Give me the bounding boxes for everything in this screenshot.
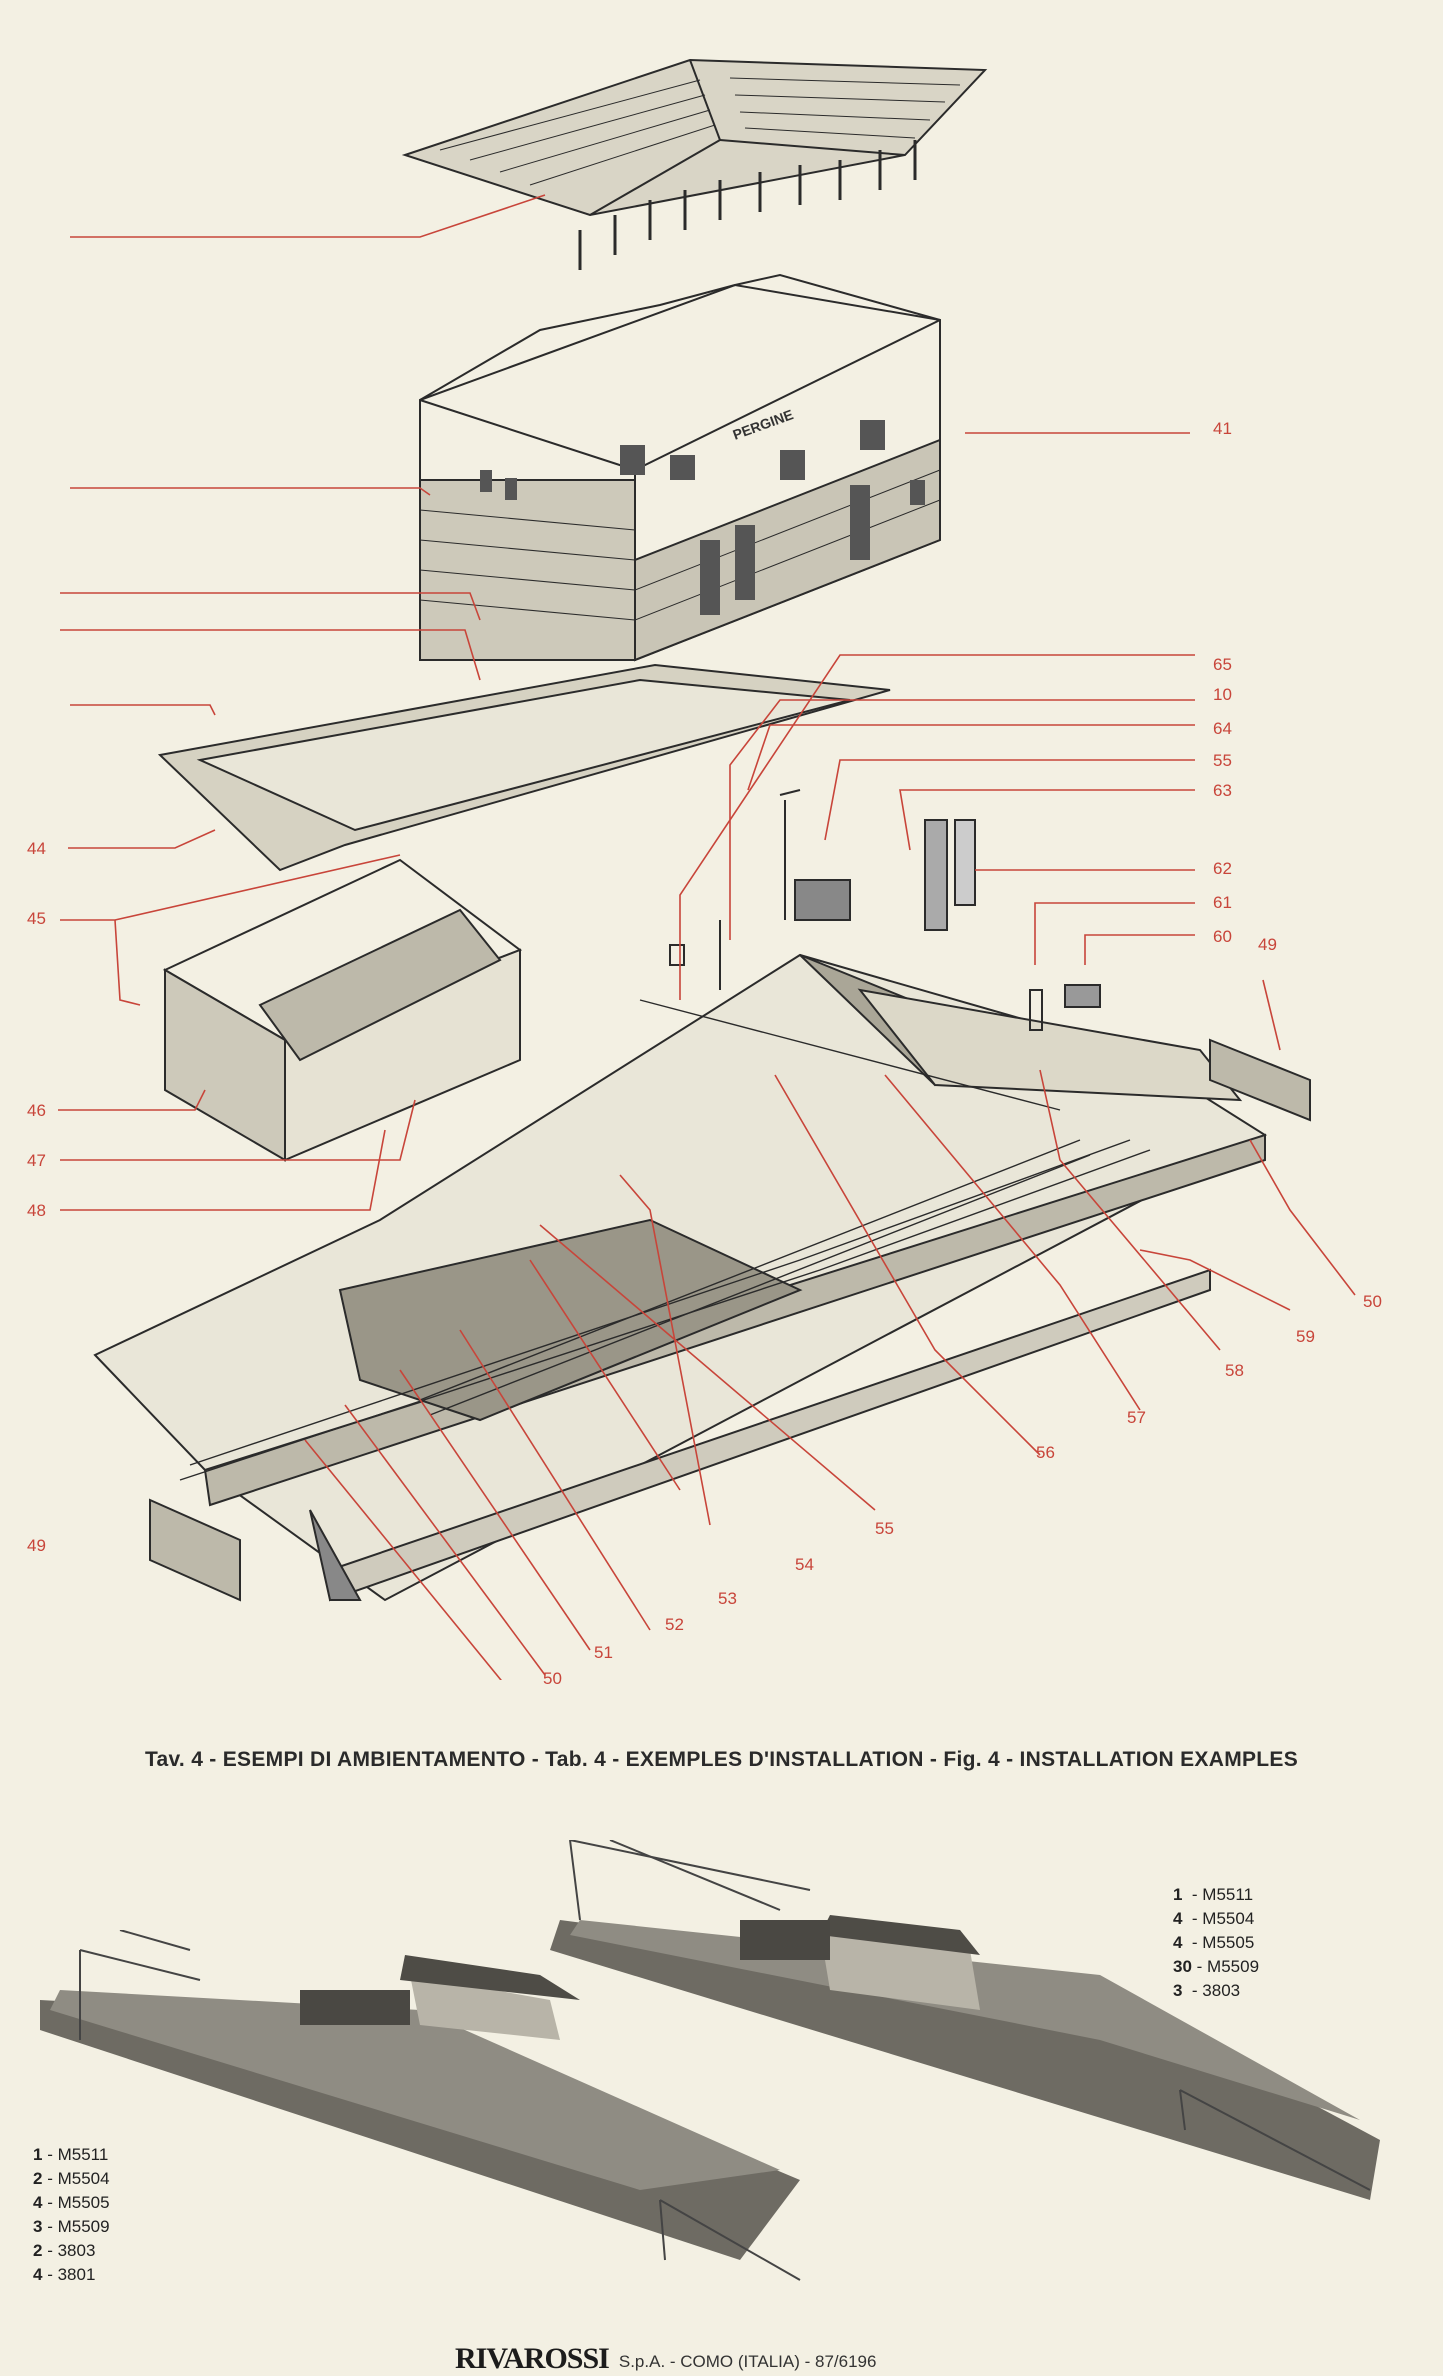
rivarossi-logo: RIVAROSSI [455, 2342, 610, 2375]
callout-61: 61 [1213, 893, 1232, 912]
figure-caption: Tav. 4 - ESEMPI DI AMBIENTAMENTO - Tab. … [144, 1748, 1299, 1771]
callout-55-bottom: 55 [875, 1519, 894, 1538]
callout-64: 64 [1213, 719, 1232, 738]
callout-46: 46 [27, 1101, 46, 1120]
parts-list-item: 4 - M5504 [1173, 1909, 1255, 1928]
callout-49-left: 49 [27, 1536, 46, 1555]
parts-list-item: 4 - 3801 [33, 2265, 96, 2284]
callout-58: 58 [1225, 1361, 1244, 1380]
parts-list-left: 1 - M5511 2 - M5504 4 - M5505 3 - M5509 … [33, 2143, 110, 2287]
accessories-drawing [669, 789, 1101, 1031]
callout-47: 47 [27, 1151, 46, 1170]
installation-example-photo-right [550, 1840, 1380, 2200]
installation-example-photo-left [40, 1930, 801, 2281]
callout-65: 65 [1213, 655, 1232, 674]
callout-48: 48 [27, 1201, 46, 1220]
parts-list-item: 1 - M5511 [33, 2145, 109, 2164]
parts-list-item: 4 - M5505 [1173, 1933, 1255, 1952]
parts-list-right: 1 - M5511 4 - M5504 4 - M5505 30 - M5509… [1173, 1883, 1259, 2003]
callout-63: 63 [1213, 781, 1232, 800]
callout-55: 55 [1213, 751, 1232, 770]
callout-57: 57 [1127, 1408, 1146, 1427]
callout-59: 59 [1296, 1327, 1315, 1346]
roof-drawing [401, 58, 988, 270]
parts-list-item: 4 - M5505 [33, 2193, 110, 2212]
callout-60: 60 [1213, 927, 1232, 946]
platform-base-drawing [157, 663, 891, 872]
callout-53: 53 [718, 1589, 737, 1608]
footer-address: S.p.A. - COMO (ITALIA) - 87/6196 [618, 2352, 877, 2371]
callout-44: 44 [27, 839, 46, 858]
parts-list-item: 3 - 3803 [1173, 1981, 1241, 2000]
exploded-station-diagram: PERGINE [58, 58, 1356, 1680]
callout-56: 56 [1036, 1443, 1055, 1462]
callout-leaders [58, 194, 1356, 1680]
callout-54: 54 [795, 1555, 814, 1574]
callout-62: 62 [1213, 859, 1232, 878]
callout-52: 52 [665, 1615, 684, 1634]
callout-49-right: 49 [1258, 935, 1277, 954]
callout-41: 41 [1213, 419, 1232, 438]
parts-list-item: 3 - M5509 [33, 2217, 110, 2236]
parts-list-item: 2 - M5504 [33, 2169, 110, 2188]
callout-10: 10 [1213, 685, 1232, 704]
shelter-drawing [162, 858, 523, 1162]
callout-50-bottom: 50 [543, 1669, 562, 1688]
parts-list-item: 30 - M5509 [1173, 1957, 1260, 1976]
station-building-drawing [419, 273, 941, 662]
callout-45: 45 [27, 909, 46, 928]
parts-list-item: 1 - M5511 [1173, 1885, 1254, 1904]
callout-51: 51 [594, 1643, 613, 1662]
footer: RIVAROSSI S.p.A. - COMO (ITALIA) - 87/61… [455, 2340, 876, 2374]
parts-list-item: 2 - 3803 [33, 2241, 96, 2260]
callout-50-right: 50 [1363, 1292, 1382, 1311]
